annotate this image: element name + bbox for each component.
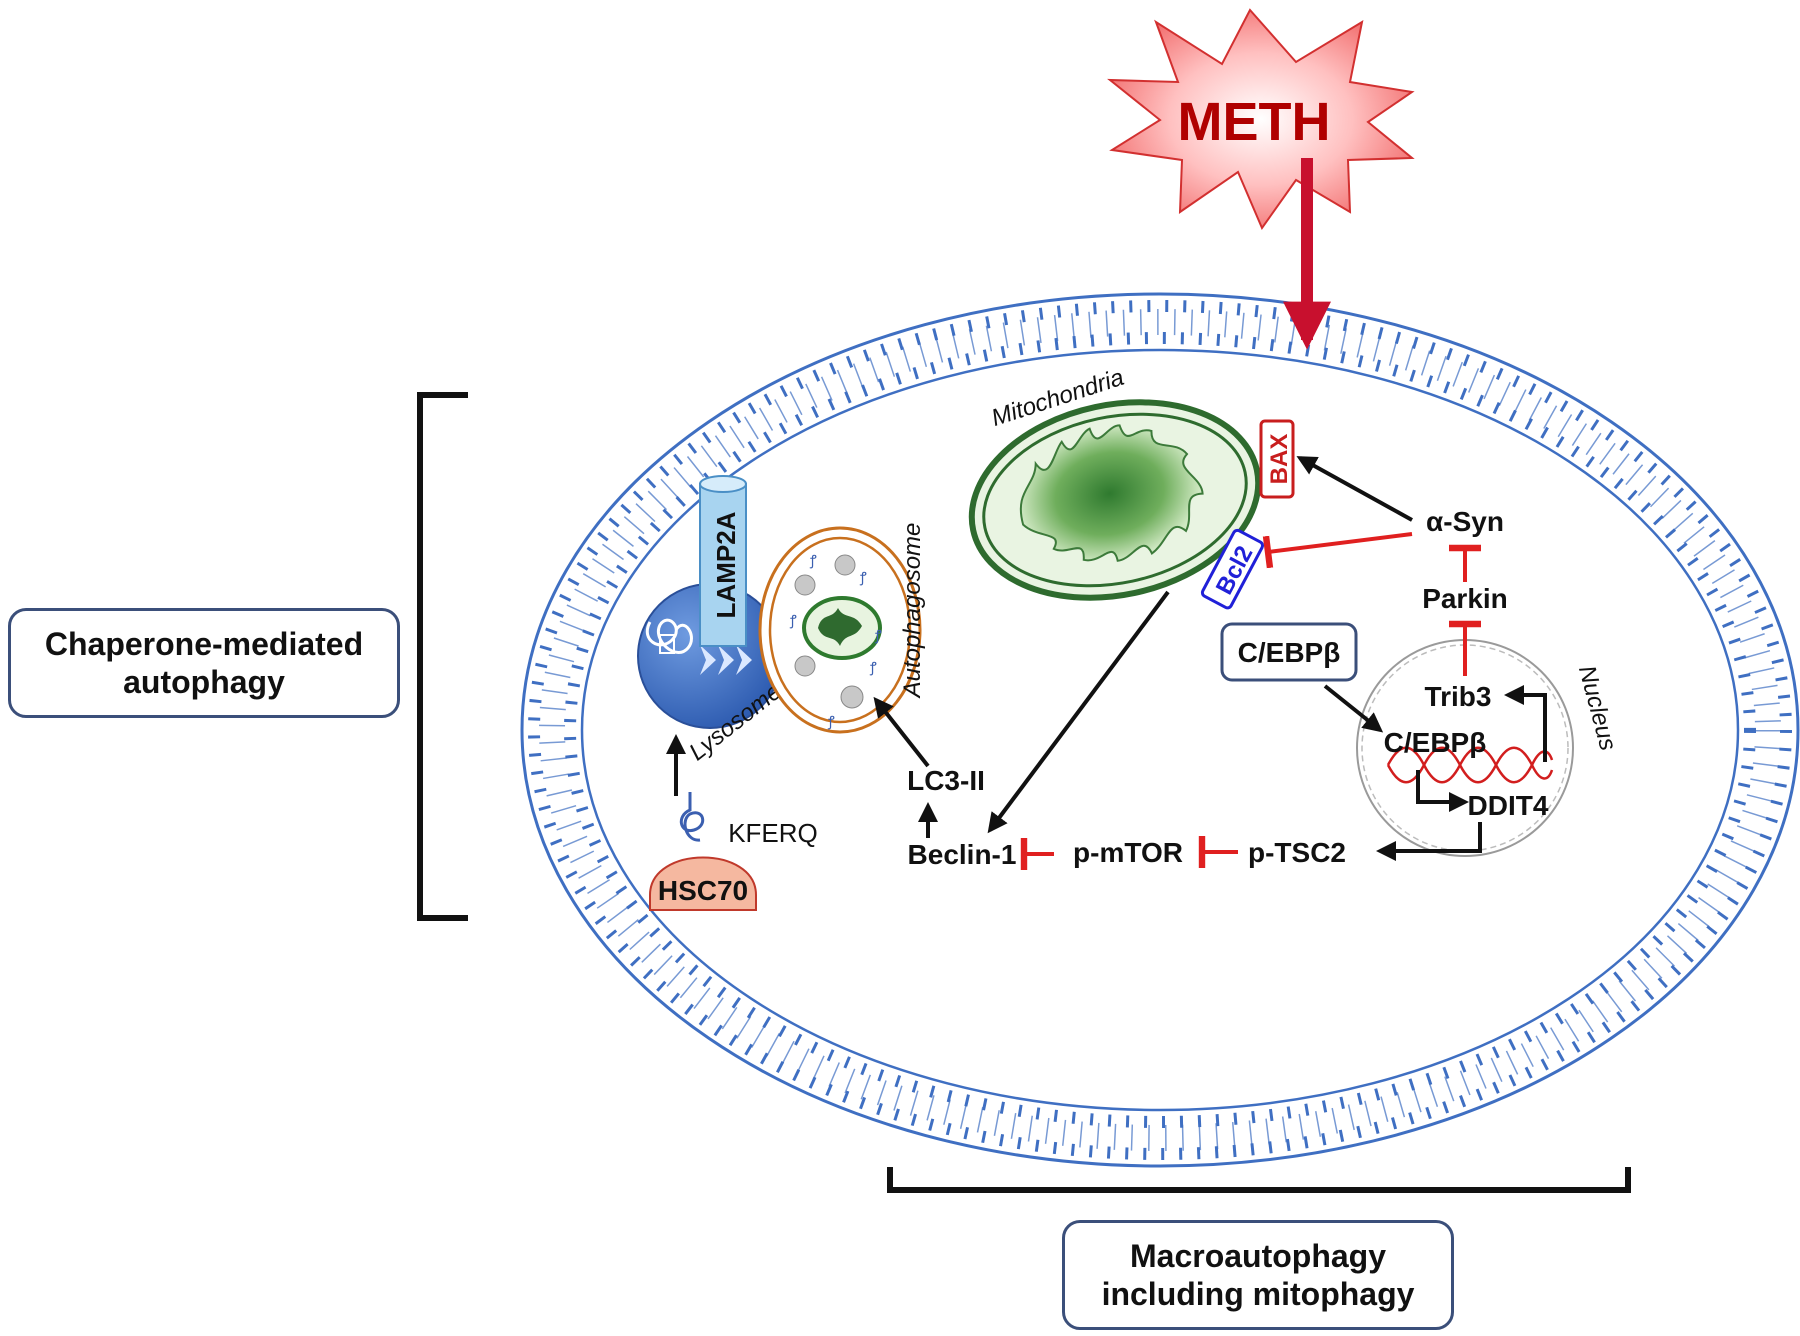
svg-text:ꝭ: ꝭ	[809, 552, 817, 569]
kferq-coil	[679, 792, 705, 842]
ddit4-label: DDIT4	[1468, 790, 1549, 821]
beclin-label: Beclin-1	[908, 839, 1017, 870]
cebpb-cyto-box: C/EBPβ	[1220, 622, 1358, 682]
autophagosome: ꝭ ꝭ ꝭ ꝭ ꝭ ꝭ	[758, 526, 922, 734]
svg-text:ꝭ: ꝭ	[789, 612, 797, 629]
bax-tag: BAX	[1259, 419, 1295, 499]
macro-bracket	[887, 1167, 1631, 1193]
mitochondrion	[968, 399, 1262, 601]
protein-coil-icon	[646, 618, 693, 654]
trib3-label: Trib3	[1425, 681, 1492, 712]
inhibition-arrows	[1020, 532, 1481, 870]
asyn-label: α-Syn	[1426, 506, 1504, 537]
starburst-icon	[1107, 8, 1415, 231]
svg-text:ꝭ: ꝭ	[827, 713, 835, 730]
macro-line1: Macroautophagy	[1129, 1238, 1387, 1274]
svg-text:BAX: BAX	[1266, 434, 1293, 485]
cma-line2: autophagy	[123, 664, 285, 700]
svg-text:ꝭ: ꝭ	[869, 659, 877, 676]
nucleus-label: Nucleus	[1573, 663, 1622, 754]
meth-label: METH	[1178, 92, 1331, 152]
svg-text:C/EBPβ: C/EBPβ	[1238, 637, 1341, 668]
activation-arrows	[666, 456, 1547, 861]
ptsc2-label: p-TSC2	[1248, 837, 1346, 868]
hsc70: HSC70	[649, 856, 757, 911]
kferq-label: KFERQ	[728, 818, 818, 848]
cell-membrane	[520, 292, 1800, 1168]
autophagosome-label: Autophagosome	[899, 523, 926, 700]
cma-line1: Chaperone-mediated	[44, 626, 364, 662]
svg-text:ꝭ: ꝭ	[859, 569, 867, 586]
cma-bracket	[417, 392, 468, 921]
chaperone-mediated-autophagy-box: Chaperone-mediated autophagy	[8, 608, 400, 718]
svg-text:ꝭ: ꝭ	[874, 627, 882, 644]
pmtor-label: p-mTOR	[1073, 837, 1183, 868]
svg-text:LAMP2A: LAMP2A	[711, 511, 741, 618]
cebpb-nuc-label: C/EBPβ	[1384, 727, 1487, 758]
parkin-label: Parkin	[1422, 583, 1508, 614]
meth-starburst: METH	[1107, 8, 1415, 350]
svg-text:HSC70: HSC70	[658, 875, 748, 906]
macro-line2: including mitophagy	[1101, 1276, 1415, 1312]
macroautophagy-box: Macroautophagy including mitophagy	[1062, 1220, 1454, 1330]
dna-helix-icon	[1386, 746, 1554, 784]
lamp2a: LAMP2A	[699, 475, 747, 647]
lc3-label: LC3-II	[907, 765, 985, 796]
